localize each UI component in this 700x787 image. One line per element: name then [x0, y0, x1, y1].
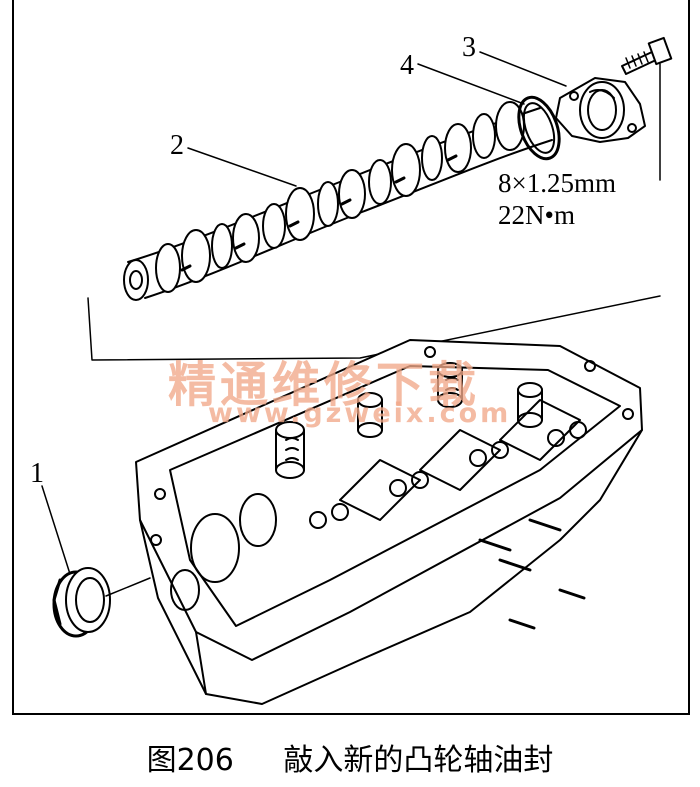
watermark-title: 精通维修下载	[168, 357, 481, 413]
leader-2	[187, 147, 297, 187]
border-left	[12, 0, 14, 715]
camshaft	[123, 101, 553, 301]
callout-2: 2	[170, 130, 184, 161]
camshaft-seal	[52, 567, 151, 638]
figure-caption: 图206 敲入新的凸轮轴油封	[0, 735, 700, 779]
cylinder-head	[135, 339, 643, 705]
border-right	[688, 0, 690, 715]
cover-plate	[555, 77, 646, 143]
o-ring	[517, 95, 561, 161]
leader-4	[417, 63, 525, 105]
watermark-url: www.gzweix.com	[208, 398, 512, 429]
leader-1	[41, 485, 71, 575]
projection-frame	[87, 295, 661, 361]
caption-text: 敲入新的凸轮轴油封	[283, 743, 554, 778]
callout-3: 3	[462, 32, 476, 63]
leader-3	[479, 51, 567, 87]
callout-1: 1	[30, 458, 44, 489]
bolt-thread-spec: 8×1.25mm	[498, 168, 616, 198]
bolt-torque-spec: 22N•m	[498, 200, 575, 230]
border-bottom	[12, 713, 690, 715]
bolt	[621, 36, 673, 181]
caption-number: 图206	[146, 743, 234, 778]
callout-4: 4	[400, 50, 414, 81]
